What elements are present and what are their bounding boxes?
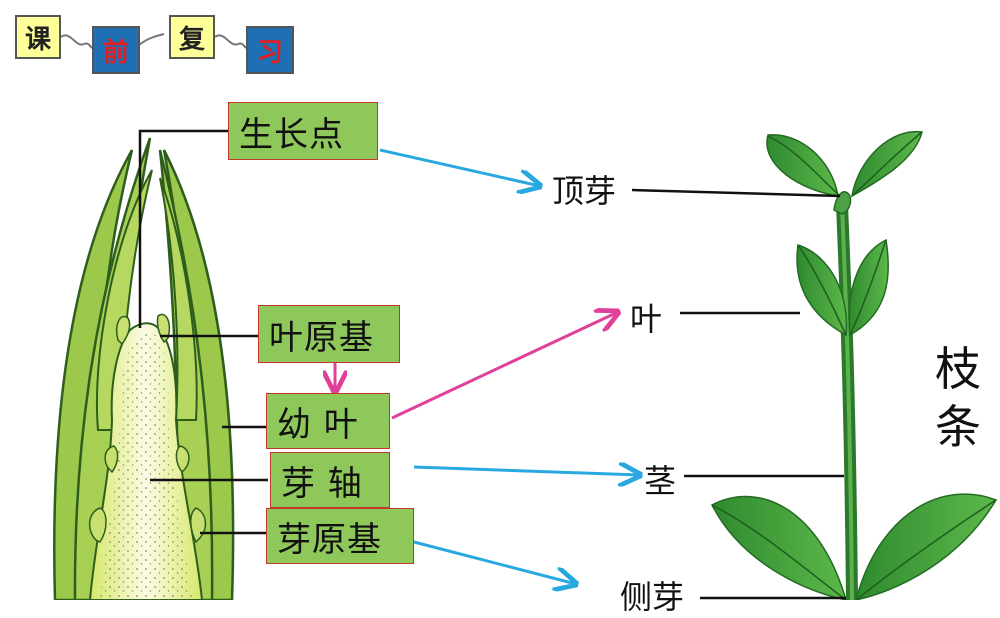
label-young-leaf: 幼 叶	[266, 393, 390, 449]
bud-section-illustration	[53, 137, 235, 600]
arrow-bud-axis-to-stem	[413, 467, 640, 475]
label-leaf: 叶	[630, 300, 663, 338]
arrow-growth-point-to-terminal-bud	[379, 148, 540, 186]
shoot-illustration	[710, 131, 998, 600]
shoot-title: 枝条	[935, 342, 981, 454]
diagram-canvas: 课 前 复 习 生长点 叶原基 幼 叶 芽 轴 芽原基 顶芽 叶 茎 侧芽 枝条	[15, 15, 998, 616]
nav-item-ke[interactable]: 课	[15, 15, 61, 59]
mapping-arrows	[335, 148, 640, 584]
label-growth-point: 生长点	[228, 102, 378, 160]
nav-item-xi[interactable]: 习	[246, 26, 294, 74]
arrow-bud-primordium-to-lateral-bud	[413, 540, 576, 584]
nav-item-qian[interactable]: 前	[92, 26, 140, 74]
nav-item-fu[interactable]: 复	[169, 15, 215, 59]
leader-lines	[138, 129, 846, 600]
label-terminal-bud: 顶芽	[552, 172, 617, 210]
nav-connectors	[60, 33, 247, 49]
label-lateral-bud: 侧芽	[620, 578, 685, 616]
label-leaf-primordium: 叶原基	[258, 305, 400, 363]
label-bud-axis: 芽 轴	[270, 452, 390, 508]
diagram-graphics	[53, 33, 998, 600]
label-bud-primordium: 芽原基	[266, 508, 414, 564]
arrow-young-leaf-to-leaf	[391, 312, 618, 420]
label-stem: 茎	[644, 462, 677, 500]
